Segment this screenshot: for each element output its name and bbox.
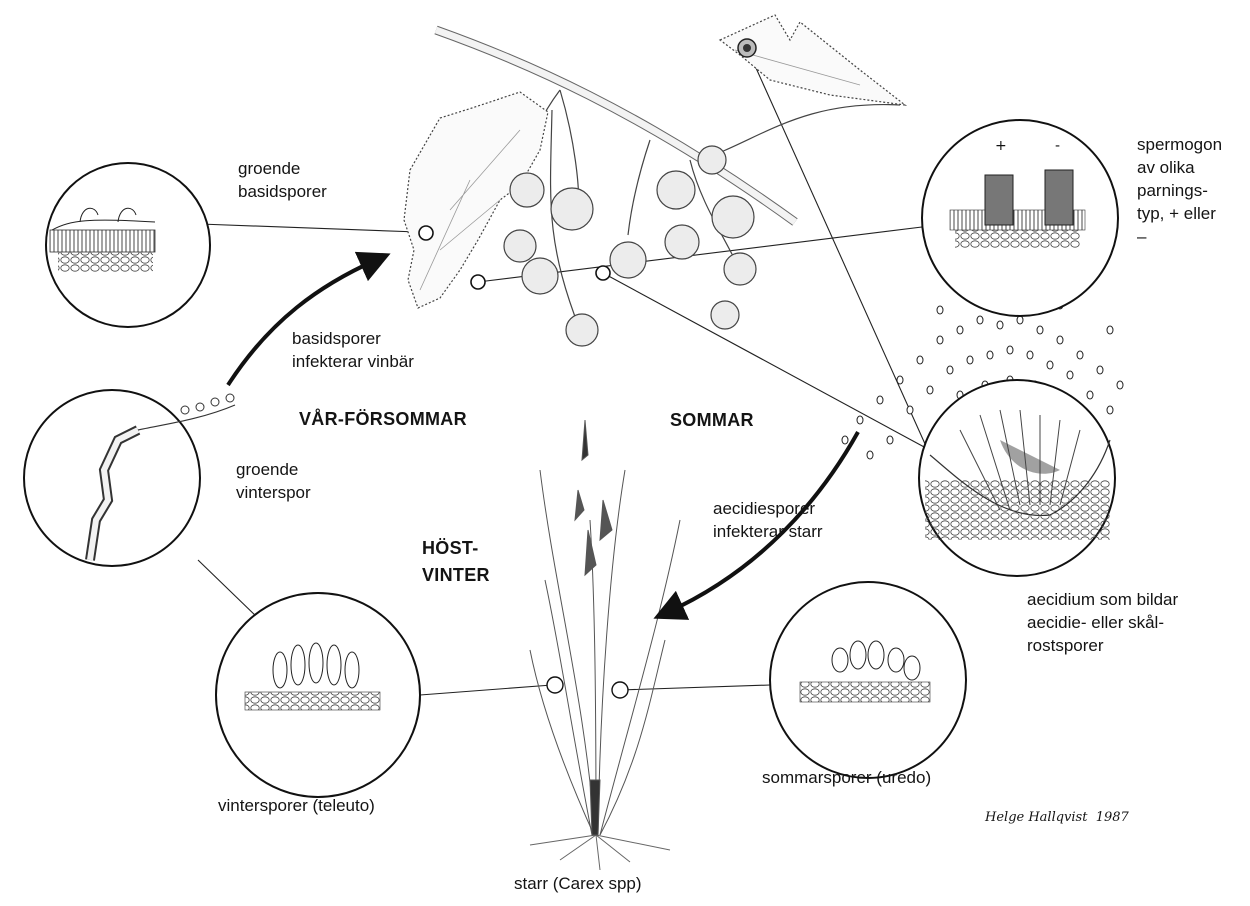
- magnifier-teliospores: [216, 593, 420, 797]
- label-aecidium: aecidium som bildar aecidie- eller skål-…: [1027, 588, 1178, 657]
- magnifier-basidiospores: [46, 163, 210, 327]
- label-basidsporer-infekterar: basidsporer infekterar vinbär: [292, 327, 414, 373]
- season-label-host-vinter: HÖST- VINTER: [422, 535, 490, 589]
- label-groende-basidsporer: groende basidsporer: [238, 157, 327, 203]
- sedge-infection-markers: [547, 677, 628, 698]
- label-groende-vinterspor: groende vinterspor: [236, 458, 311, 504]
- sedge-plant-illustration: [530, 420, 680, 870]
- label-sommarsporer: sommarsporer (uredo): [762, 766, 931, 789]
- label-aecidiesporer-infekterar: aecidiesporer infekterar starr: [713, 497, 823, 543]
- magnifier-urediniospores: [770, 582, 966, 778]
- artist-signature: Helge Hallqvist 1987: [985, 810, 1129, 825]
- minus-mark: -: [1055, 138, 1060, 154]
- magnifier-germinating-teliospore: [24, 390, 235, 566]
- plus-mark: +: [995, 138, 1007, 154]
- season-label-var-forsommar: VÅR-FÖRSOMMAR: [299, 408, 467, 431]
- label-spermogon: spermogon av olika parnings- typ, + elle…: [1137, 133, 1222, 248]
- label-vintersporer: vintersporer (teleuto): [218, 794, 375, 817]
- magnifier-spermogonia: + -: [922, 120, 1118, 316]
- season-label-sommar: SOMMAR: [670, 409, 754, 432]
- currant-berries: [504, 146, 756, 346]
- magnifier-aecidium: [919, 380, 1115, 576]
- label-starr: starr (Carex spp): [514, 872, 642, 895]
